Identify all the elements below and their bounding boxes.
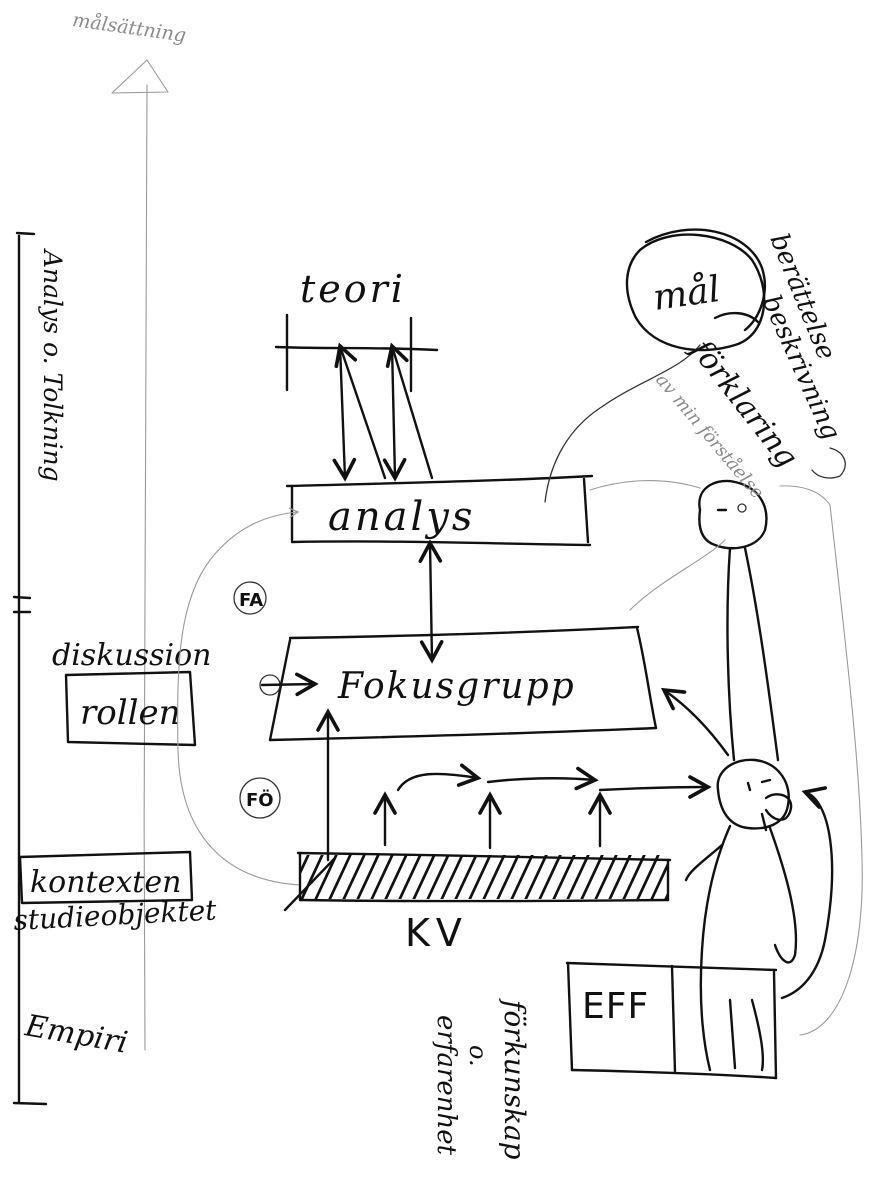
- fokusgrupp-label: Fokusgrupp: [337, 666, 576, 707]
- analys-label: analys: [328, 494, 475, 540]
- head-pencil-line: [630, 540, 725, 610]
- eff-label: EFF: [582, 986, 649, 1027]
- fa-label: FA: [239, 590, 263, 611]
- forkunskap-label: förkunskap: [498, 998, 531, 1160]
- kv-bar: [285, 853, 670, 910]
- diskussion-label: diskussion: [52, 638, 211, 673]
- left-axis-top-label: Analys o. Tolkning: [38, 248, 67, 482]
- diskussion-arrow: [260, 675, 315, 695]
- analys-fokusgrupp-arrow: [430, 543, 432, 660]
- o-label: o.: [464, 1045, 492, 1067]
- kv-label: KV: [405, 911, 468, 955]
- rollen-label: rollen: [80, 693, 181, 733]
- erfarenhet-label: erfarenhet: [431, 1015, 461, 1156]
- teori-label: teori: [300, 267, 406, 311]
- analys-pencil-line: [590, 481, 700, 490]
- kontexten-label: kontexten: [30, 865, 181, 900]
- left-axis-bottom-label: Empiri: [22, 1008, 131, 1061]
- progress-arrows: [385, 774, 708, 848]
- kv-analys-loop: [178, 512, 300, 885]
- mal-label: mål: [651, 269, 723, 319]
- mal-analys-line: [545, 345, 700, 502]
- forklaring-curl: [812, 448, 845, 478]
- teori-analys-arrows: [340, 346, 432, 478]
- top-faint-label: målsättning: [71, 9, 187, 47]
- teori-bar: [276, 315, 437, 391]
- fo-label: FÖ: [246, 789, 274, 811]
